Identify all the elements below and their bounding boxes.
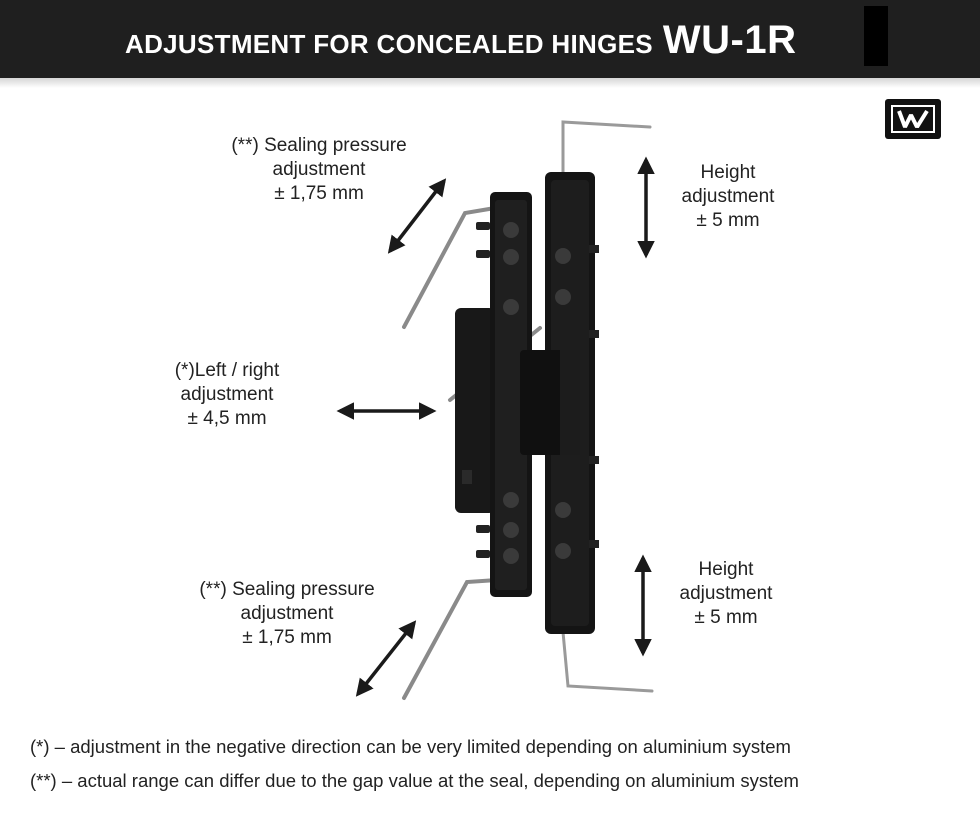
hinge-frame-part [455, 192, 532, 597]
brand-logo [885, 99, 941, 139]
footnote-double-asterisk: (**) – actual range can differ due to th… [30, 770, 799, 791]
allen-key-bottom-left [402, 578, 499, 700]
model-name: WU-1R [662, 18, 797, 62]
title-text: ADJUSTMENT FOR CONCEALED HINGES [125, 29, 653, 59]
header-shadow [0, 78, 980, 88]
label-height-bottom: Height adjustment ± 5 mm [679, 559, 773, 628]
page-title: ADJUSTMENT FOR CONCEALED HINGES WU-1R [125, 18, 796, 64]
logo-mark-icon [891, 105, 935, 133]
allen-key-top-right [561, 120, 652, 174]
header-accent-block [864, 6, 888, 66]
label-sealing-bottom: (**) Sealing pressure adjustment ± 1,75 … [199, 579, 375, 648]
label-height-top: Height adjustment ± 5 mm [681, 162, 775, 231]
label-sealing-top: (**) Sealing pressure adjustment ± 1,75 … [231, 135, 407, 204]
allen-key-top-left [402, 206, 497, 329]
footnote-single-asterisk: (*) – adjustment in the negative directi… [30, 736, 791, 757]
hinge-sash-part [520, 172, 599, 634]
arrow-sealing-bottom [355, 620, 417, 697]
arrow-sealing-top [387, 178, 447, 254]
label-left-right: (*)Left / right adjustment ± 4,5 mm [174, 360, 280, 429]
header-bar: ADJUSTMENT FOR CONCEALED HINGES WU-1R [0, 0, 980, 78]
allen-key-bottom-right [561, 630, 654, 693]
